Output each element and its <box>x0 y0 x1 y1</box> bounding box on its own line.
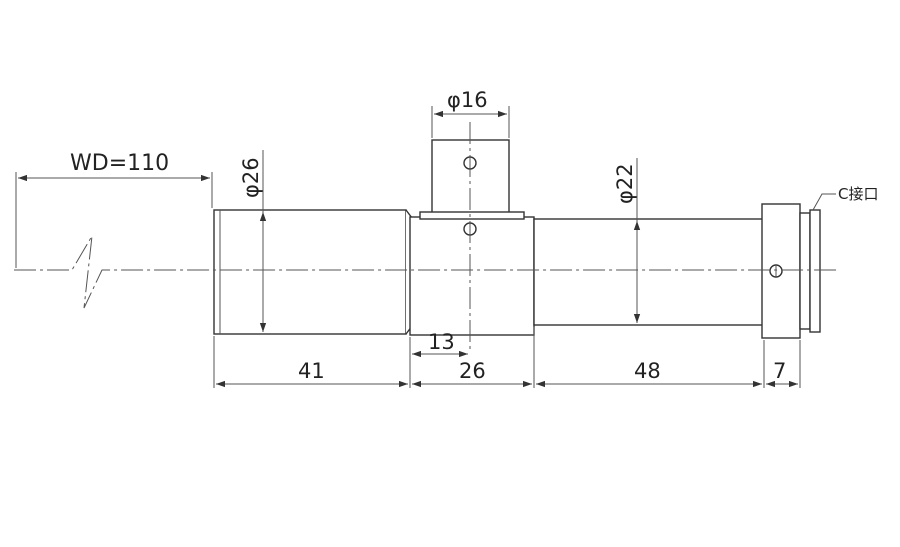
extension-lines <box>15 106 801 388</box>
front-barrel <box>213 209 407 335</box>
phi22-label: φ22 <box>613 163 637 204</box>
wd-label: WD=110 <box>70 151 169 176</box>
dim-48-label: 48 <box>634 359 661 383</box>
c-mount-label: C接口 <box>838 185 878 203</box>
dimension-lines <box>18 110 836 388</box>
rear-tube <box>533 218 765 326</box>
dimension-labels: WD=110 φ16 φ26 φ22 13 41 26 48 7 C接口 <box>70 88 878 383</box>
dim-13-label: 13 <box>428 330 455 354</box>
c-mount-ring <box>809 209 821 333</box>
optical-axis <box>14 235 838 309</box>
dim-7-label: 7 <box>773 359 786 383</box>
lens-body <box>213 139 821 339</box>
phi26-label: φ26 <box>239 157 263 198</box>
top-block-step <box>419 211 525 220</box>
c-mount-thread <box>799 212 811 330</box>
dim-41-label: 41 <box>298 359 325 383</box>
mount-leader-line <box>812 193 836 211</box>
center-lines <box>14 122 838 352</box>
phi16-label: φ16 <box>447 88 488 112</box>
middle-block <box>409 216 535 336</box>
dim-26-label: 26 <box>459 359 486 383</box>
